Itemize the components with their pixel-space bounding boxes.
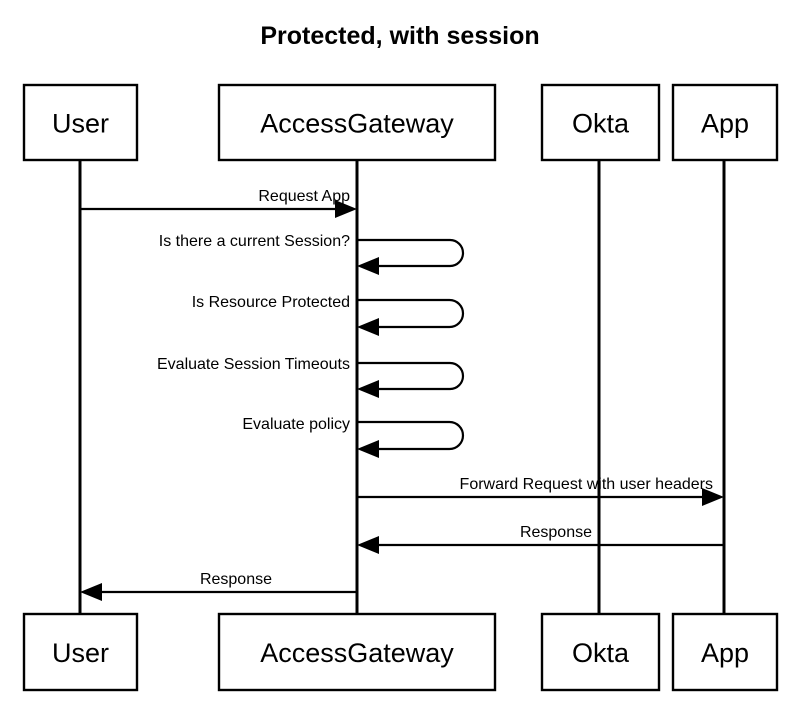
- message-forward-request-with-user-headers[interactable]: Forward Request with user headers: [357, 476, 724, 506]
- actor-label-user-top: User: [52, 109, 109, 139]
- actor-label-okta-top: Okta: [572, 109, 630, 139]
- message-label-response-app-to-gateway: Response: [520, 524, 592, 541]
- actor-box-accessgateway-bottom[interactable]: [217, 612, 497, 692]
- message-label-evaluate-policy: Evaluate policy: [242, 416, 350, 433]
- self-message-line: [357, 238, 465, 268]
- actor-label-accessgateway-bottom: AccessGateway: [260, 638, 454, 668]
- actor-label-accessgateway-top: AccessGateway: [260, 109, 454, 139]
- actor-box-okta-bottom[interactable]: [540, 612, 661, 692]
- actor-label-okta-bottom: Okta: [572, 638, 630, 668]
- messages-group: Request App Is there a current Session? Is…: [80, 188, 724, 601]
- actor-box-user-bottom[interactable]: [22, 612, 139, 692]
- message-label-evaluate-session-timeouts: Evaluate Session Timeouts: [157, 356, 350, 373]
- message-evaluate-policy[interactable]: Evaluate policy: [242, 416, 465, 458]
- message-evaluate-session-timeouts[interactable]: Evaluate Session Timeouts: [157, 356, 465, 398]
- actor-boxes-top: User AccessGateway Okta App: [22, 83, 779, 162]
- message-label-request-app: Request App: [258, 188, 350, 205]
- arrow-head-right-icon: [702, 488, 724, 506]
- diagram-title: Protected, with session: [260, 22, 539, 50]
- message-label-response-gateway-to-user: Response: [200, 571, 272, 588]
- arrow-head-right-icon: [335, 200, 357, 218]
- actor-box-app-top[interactable]: [671, 83, 779, 162]
- arrow-head-left-icon: [357, 257, 379, 275]
- actor-boxes-bottom: User AccessGateway Okta App: [22, 612, 779, 692]
- actor-box-user-top[interactable]: [22, 83, 139, 162]
- arrow-head-left-icon: [357, 318, 379, 336]
- message-is-resource-protected[interactable]: Is Resource Protected: [192, 294, 465, 336]
- message-label-is-resource-protected: Is Resource Protected: [192, 294, 350, 311]
- arrow-head-left-icon: [357, 440, 379, 458]
- actor-label-app-bottom: App: [701, 638, 749, 668]
- message-is-there-a-current-session[interactable]: Is there a current Session?: [159, 233, 465, 275]
- actor-box-app-bottom[interactable]: [671, 612, 779, 692]
- actor-label-user-bottom: User: [52, 638, 109, 668]
- lifelines-group: [78, 160, 726, 614]
- message-label-is-there-a-current-session: Is there a current Session?: [159, 233, 350, 250]
- message-response-app-to-gateway[interactable]: Response: [357, 524, 724, 554]
- message-response-gateway-to-user[interactable]: Response: [80, 571, 357, 601]
- actor-label-app-top: App: [701, 109, 749, 139]
- actor-box-accessgateway-top[interactable]: [217, 83, 497, 162]
- actor-box-okta-top[interactable]: [540, 83, 661, 162]
- arrow-head-left-icon: [80, 583, 102, 601]
- arrow-head-left-icon: [357, 380, 379, 398]
- arrow-head-left-icon: [357, 536, 379, 554]
- message-request-app[interactable]: Request App: [80, 188, 357, 218]
- self-message-line: [357, 298, 465, 329]
- self-message-line: [357, 420, 465, 451]
- self-message-line: [357, 361, 465, 391]
- message-label-forward-request-with-user-headers: Forward Request with user headers: [460, 476, 713, 493]
